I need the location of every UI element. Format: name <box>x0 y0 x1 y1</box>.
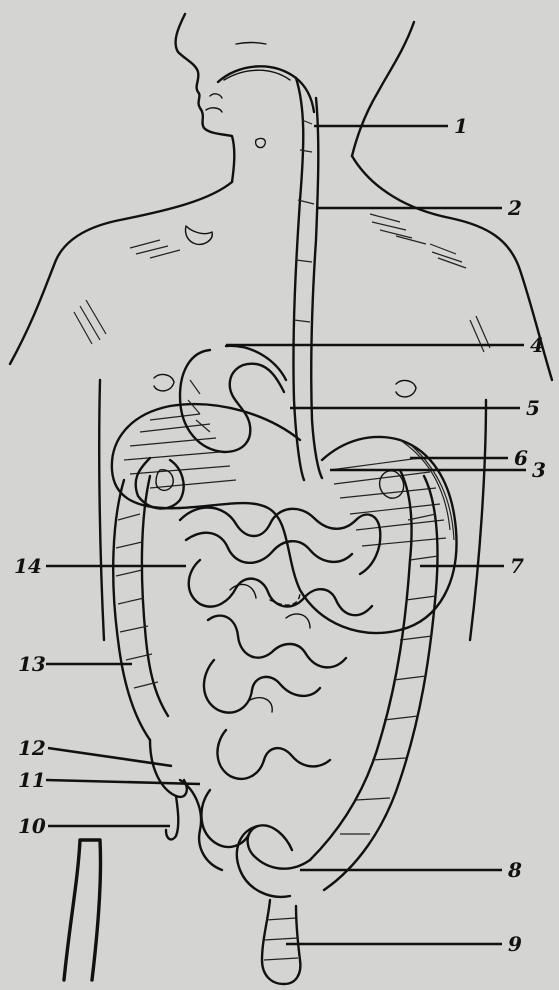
stomach <box>112 404 457 633</box>
label-3: 3 <box>532 458 546 482</box>
label-1: 1 <box>454 114 468 138</box>
label-13: 13 <box>18 652 46 676</box>
labels: 1 2 3 4 5 6 7 8 9 10 11 12 13 14 <box>14 114 546 956</box>
label-14: 14 <box>14 554 42 578</box>
label-12: 12 <box>18 736 46 760</box>
label-5: 5 <box>526 396 540 420</box>
label-8: 8 <box>507 858 522 882</box>
label-2: 2 <box>507 196 522 220</box>
label-10: 10 <box>18 814 46 838</box>
small-intestine <box>180 508 380 870</box>
label-4: 4 <box>530 333 544 357</box>
torso-outline <box>10 22 552 980</box>
leader-11 <box>46 780 200 784</box>
duodenum <box>180 346 286 452</box>
label-6: 6 <box>514 446 528 470</box>
leader-12 <box>48 748 172 766</box>
label-7: 7 <box>510 554 524 578</box>
label-9: 9 <box>508 932 522 956</box>
label-11: 11 <box>18 768 46 792</box>
head-outline <box>176 14 314 182</box>
esophagus <box>293 78 322 480</box>
large-intestine <box>113 458 438 984</box>
